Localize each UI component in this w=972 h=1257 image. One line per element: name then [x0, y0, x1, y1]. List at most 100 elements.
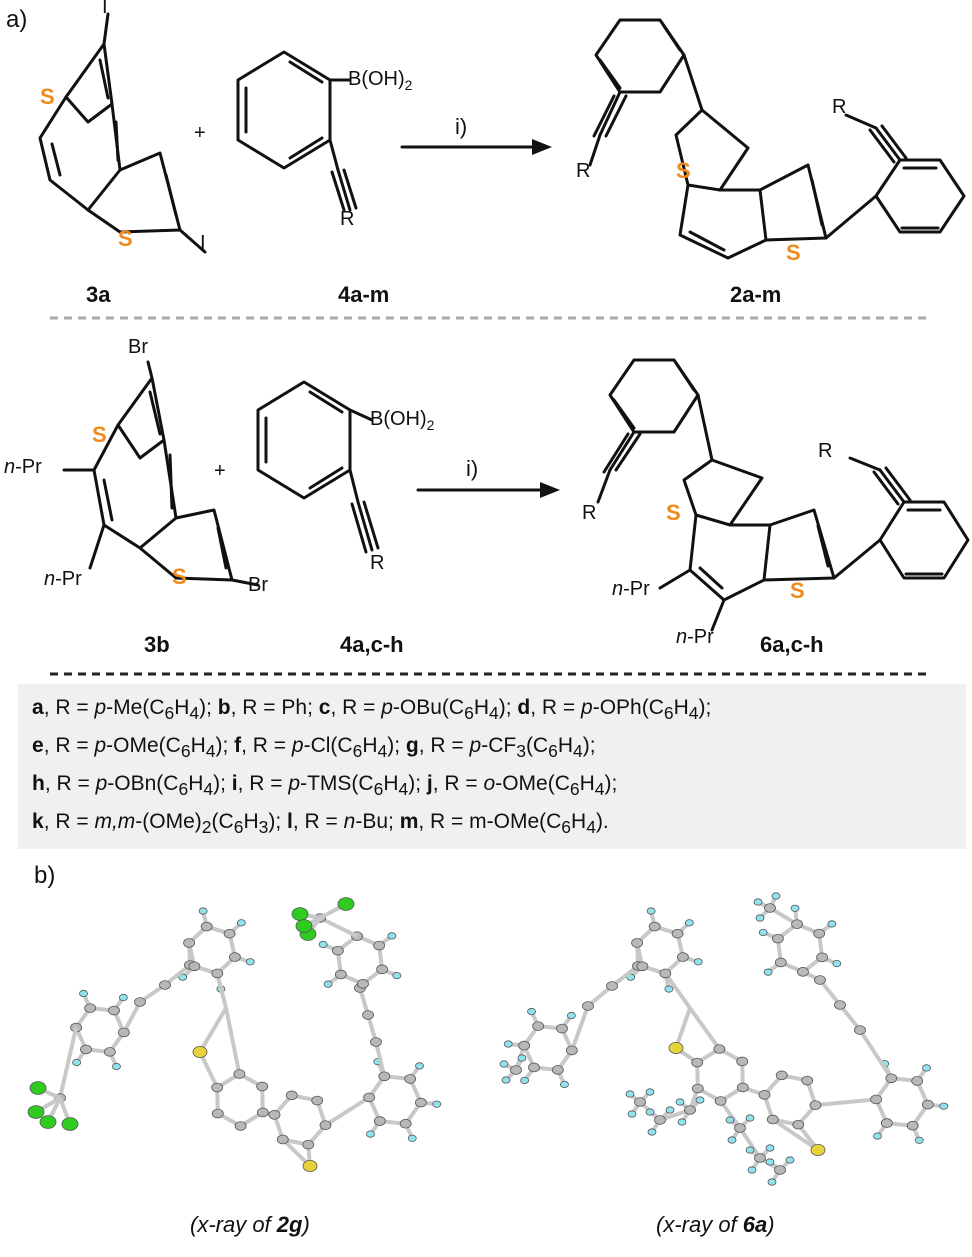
hydrogen-atom: [323, 980, 333, 988]
hydrogen-atom: [765, 1158, 775, 1166]
compound-label-3b: 3b: [144, 632, 170, 657]
propyl-prefix: n: [44, 568, 56, 590]
carbon-atom: [921, 1099, 934, 1110]
carbon-atom: [775, 1070, 788, 1081]
hydrogen-atom: [627, 1110, 637, 1118]
carbon-atom: [885, 1073, 898, 1084]
hydrogen-atom: [178, 973, 188, 981]
carbon-atom: [654, 1115, 666, 1125]
carbon-atom: [234, 1121, 247, 1131]
r-group-reactant-1: R: [340, 208, 355, 230]
hydrogen-atom: [625, 1090, 635, 1098]
hydrogen-atom: [520, 1076, 530, 1085]
carbon-atom: [906, 1120, 919, 1131]
xray-bond: [198, 1006, 228, 1054]
plus-sign-2: +: [214, 460, 226, 482]
carbon-atom: [532, 1021, 545, 1031]
hydrogen-atom: [566, 1011, 576, 1020]
propyl-suffix: -Pr: [623, 578, 650, 600]
hydrogen-atom: [677, 1118, 687, 1126]
carbon-atom: [233, 1069, 246, 1079]
carbon-atom: [134, 997, 146, 1007]
sulfur-label-6a-bottom: S: [790, 578, 805, 603]
carbon-atom: [809, 1100, 822, 1110]
compound-label-2a-m: 2a-m: [730, 282, 782, 307]
carbon-atom: [659, 968, 672, 979]
carbon-atom: [797, 967, 809, 977]
carbon-atom: [813, 928, 826, 939]
fluorine-atom: [29, 1081, 47, 1095]
carbon-atom: [518, 1040, 531, 1051]
carbon-atom: [814, 975, 826, 985]
carbon-atom: [691, 1083, 704, 1094]
carbon-atom: [211, 1108, 224, 1119]
hydrogen-atom: [832, 959, 842, 968]
carbon-atom: [183, 938, 195, 948]
r-group-product-1b: R: [832, 96, 847, 118]
carbon-atom: [373, 940, 386, 951]
xray-bond: [374, 1041, 387, 1077]
carbon-atom: [188, 961, 201, 972]
hydrogen-atom: [922, 1064, 931, 1072]
carbon-atom: [758, 1090, 771, 1100]
carbon-atom: [556, 1023, 568, 1034]
carbon-atom: [285, 1090, 298, 1101]
boronic-acid-text: B(OH): [370, 408, 427, 430]
plus-sign-1: +: [194, 122, 206, 144]
xray-bond: [324, 1095, 371, 1127]
r-group-reactant-2: R: [370, 552, 385, 574]
carbon-atom: [334, 969, 347, 980]
hydrogen-atom: [236, 919, 246, 927]
xray-bond: [815, 1097, 877, 1108]
sulfur-label-3b-top: S: [92, 422, 107, 447]
carbon-atom: [357, 979, 369, 989]
hydrogen-atom: [392, 971, 402, 980]
hydrogen-atom: [646, 907, 656, 915]
carbon-atom: [159, 980, 171, 990]
carbon-atom: [117, 1027, 130, 1038]
carbon-atom: [736, 1056, 749, 1067]
sulfur-atom: [668, 1041, 684, 1054]
carbon-atom: [268, 1110, 281, 1120]
hydrogen-atom: [79, 989, 88, 998]
hydrogen-atom: [645, 1088, 655, 1096]
carbon-atom: [84, 1003, 97, 1013]
carbon-atom: [378, 1071, 391, 1082]
hydrogen-atom: [827, 920, 837, 928]
boronic-acid-label-2: B(OH)2: [370, 408, 434, 433]
scheme2-structures: [50, 358, 970, 676]
carbon-atom: [373, 1116, 386, 1126]
carbon-atom: [302, 1139, 315, 1150]
substituent-legend: a, R = p-Me(C6H4); b, R = Ph; c, R = p-O…: [18, 684, 966, 849]
propyl-prefix: n: [676, 626, 688, 648]
hydrogen-atom: [503, 1040, 513, 1048]
legend-line-4: k, R = m,m-(OMe)2(C6H3); l, R = n-Bu; m,…: [32, 810, 609, 838]
propyl-label-3b-2: n-Pr: [44, 568, 82, 591]
carbon-atom: [80, 1044, 92, 1055]
carbon-atom: [736, 1082, 749, 1093]
hydrogen-atom: [695, 1096, 705, 1104]
carbon-atom: [200, 921, 213, 932]
carbon-atom: [684, 1105, 696, 1115]
hydrogen-atom: [387, 932, 397, 940]
carbon-atom: [631, 938, 643, 948]
propyl-suffix: -Pr: [687, 626, 714, 648]
hydrogen-atom: [727, 1136, 737, 1144]
carbon-atom: [606, 981, 618, 991]
carbon-atom: [331, 945, 344, 956]
carbon-atom: [363, 1092, 376, 1103]
carbon-atom: [565, 1045, 578, 1056]
carbon-atom: [211, 1082, 224, 1093]
boronic-acid-label-1: B(OH)2: [348, 68, 412, 93]
carbon-atom: [370, 1037, 382, 1047]
hydrogen-atom: [198, 907, 208, 915]
compound-label-3a: 3a: [86, 282, 111, 307]
carbon-atom: [713, 1044, 726, 1054]
bromo-label-top: Br: [128, 336, 148, 358]
sulfur-label-3b-bottom: S: [172, 564, 187, 589]
hydrogen-atom: [745, 1114, 755, 1122]
hydrogen-atom: [527, 1007, 536, 1016]
carbon-atom: [414, 1097, 427, 1108]
fluorine-atom: [337, 897, 355, 911]
carbon-atom: [754, 1153, 766, 1163]
